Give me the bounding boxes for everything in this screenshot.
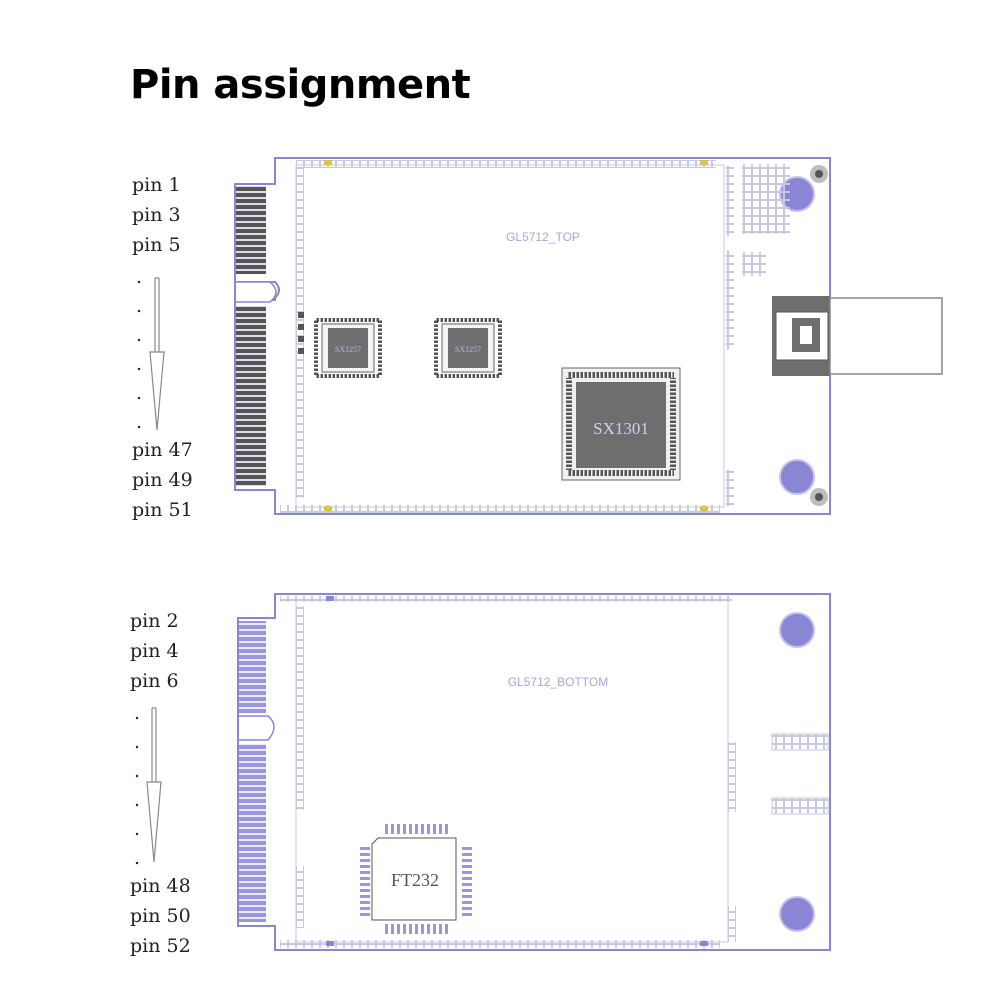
bottom-board: GL5712_BOTTOM FT232 [237, 593, 831, 951]
sx1257-chip-2: SX1257 [434, 318, 502, 378]
ladder-right-2 [726, 250, 734, 350]
ellipsis-dot: . [134, 760, 141, 782]
key-notch [236, 281, 277, 303]
ladder-right-2 [728, 906, 736, 942]
gold-mark [700, 506, 708, 511]
marker [326, 941, 334, 946]
page-title: Pin assignment [130, 62, 471, 108]
ft232-label: FT232 [391, 870, 439, 890]
ellipsis-dot: . [136, 353, 143, 375]
bottom-board-label: GL5712_BOTTOM [508, 675, 609, 689]
pad-grid [742, 252, 766, 276]
arrow-down-top [149, 277, 165, 431]
edge-connector-lower [239, 744, 266, 922]
ellipsis-dot: . [136, 324, 143, 346]
ladder-right [726, 166, 734, 236]
sx1301-chip: SX1301 [561, 367, 681, 481]
ellipsis-dot: . [134, 847, 141, 869]
ellipsis-dot: . [136, 266, 143, 288]
gold-mark [700, 160, 708, 165]
top-board: GL5712_TOP SX1257 SX1257 [234, 157, 943, 515]
mounting-hole-small [815, 170, 823, 178]
ft232-chip: FT232 [360, 824, 472, 934]
sx1257-chip-1: SX1257 [314, 318, 382, 378]
top-board-label: GL5712_TOP [506, 230, 580, 244]
top-pin-list: pin 1 pin 3 pin 5 . . . . . . pin 47 pin… [132, 174, 222, 524]
ellipsis-dot: . [134, 818, 141, 840]
gold-mark [324, 160, 332, 165]
ellipsis-dot: . [136, 382, 143, 404]
bottom-pin-list: pin 2 pin 4 pin 6 . . . . . . pin 48 pin… [130, 610, 220, 960]
pin-label: pin 2 [130, 610, 179, 632]
ladder-top [296, 160, 716, 168]
gold-mark [324, 506, 332, 511]
edge-connector-upper [239, 621, 266, 713]
pin-label: pin 48 [130, 875, 191, 897]
ellipsis-dot: . [134, 731, 141, 753]
ladder-top [280, 596, 732, 602]
sx1257-label: SX1257 [455, 345, 481, 354]
smd-pad [298, 336, 304, 342]
marker [700, 941, 708, 946]
key-notch [239, 715, 275, 741]
pin-label: pin 47 [132, 439, 193, 461]
ladder-left [296, 168, 304, 498]
pad-row [771, 733, 829, 751]
ellipsis-dot: . [136, 295, 143, 317]
pin-label: pin 51 [132, 499, 193, 521]
arrow-down-bottom [146, 707, 162, 863]
pad-grid [742, 164, 790, 234]
ladder-bottom [280, 505, 720, 513]
pin-label: pin 4 [130, 640, 179, 662]
ladder-right [728, 742, 736, 812]
ladder-bottom [280, 940, 720, 948]
ladder-left [296, 606, 304, 810]
smd-pad [298, 312, 304, 318]
smd-pad [298, 348, 304, 354]
mounting-hole [779, 896, 815, 932]
sx1301-label: SX1301 [593, 419, 649, 438]
pin-label: pin 5 [132, 234, 181, 256]
ellipsis-dot: . [134, 702, 141, 724]
ladder-left-2 [296, 866, 304, 928]
marker [326, 596, 334, 601]
pin-label: pin 6 [130, 670, 179, 692]
ellipsis-dot: . [136, 411, 143, 433]
smd-pad [298, 324, 304, 330]
edge-connector-upper [236, 186, 266, 274]
pin-label: pin 52 [130, 935, 191, 957]
ladder-right-3 [726, 470, 734, 506]
mounting-hole-small [815, 493, 823, 501]
ellipsis-dot: . [134, 789, 141, 811]
rf-connector [772, 296, 943, 376]
bottom-board-outline [237, 593, 831, 951]
pin-label: pin 1 [132, 174, 181, 196]
mounting-hole [779, 612, 815, 648]
pin-label: pin 3 [132, 204, 181, 226]
sx1257-label: SX1257 [335, 345, 361, 354]
pin-label: pin 49 [132, 469, 193, 491]
mounting-hole [779, 459, 815, 495]
pad-row [771, 797, 829, 815]
edge-connector-lower [236, 306, 266, 486]
pin-label: pin 50 [130, 905, 191, 927]
